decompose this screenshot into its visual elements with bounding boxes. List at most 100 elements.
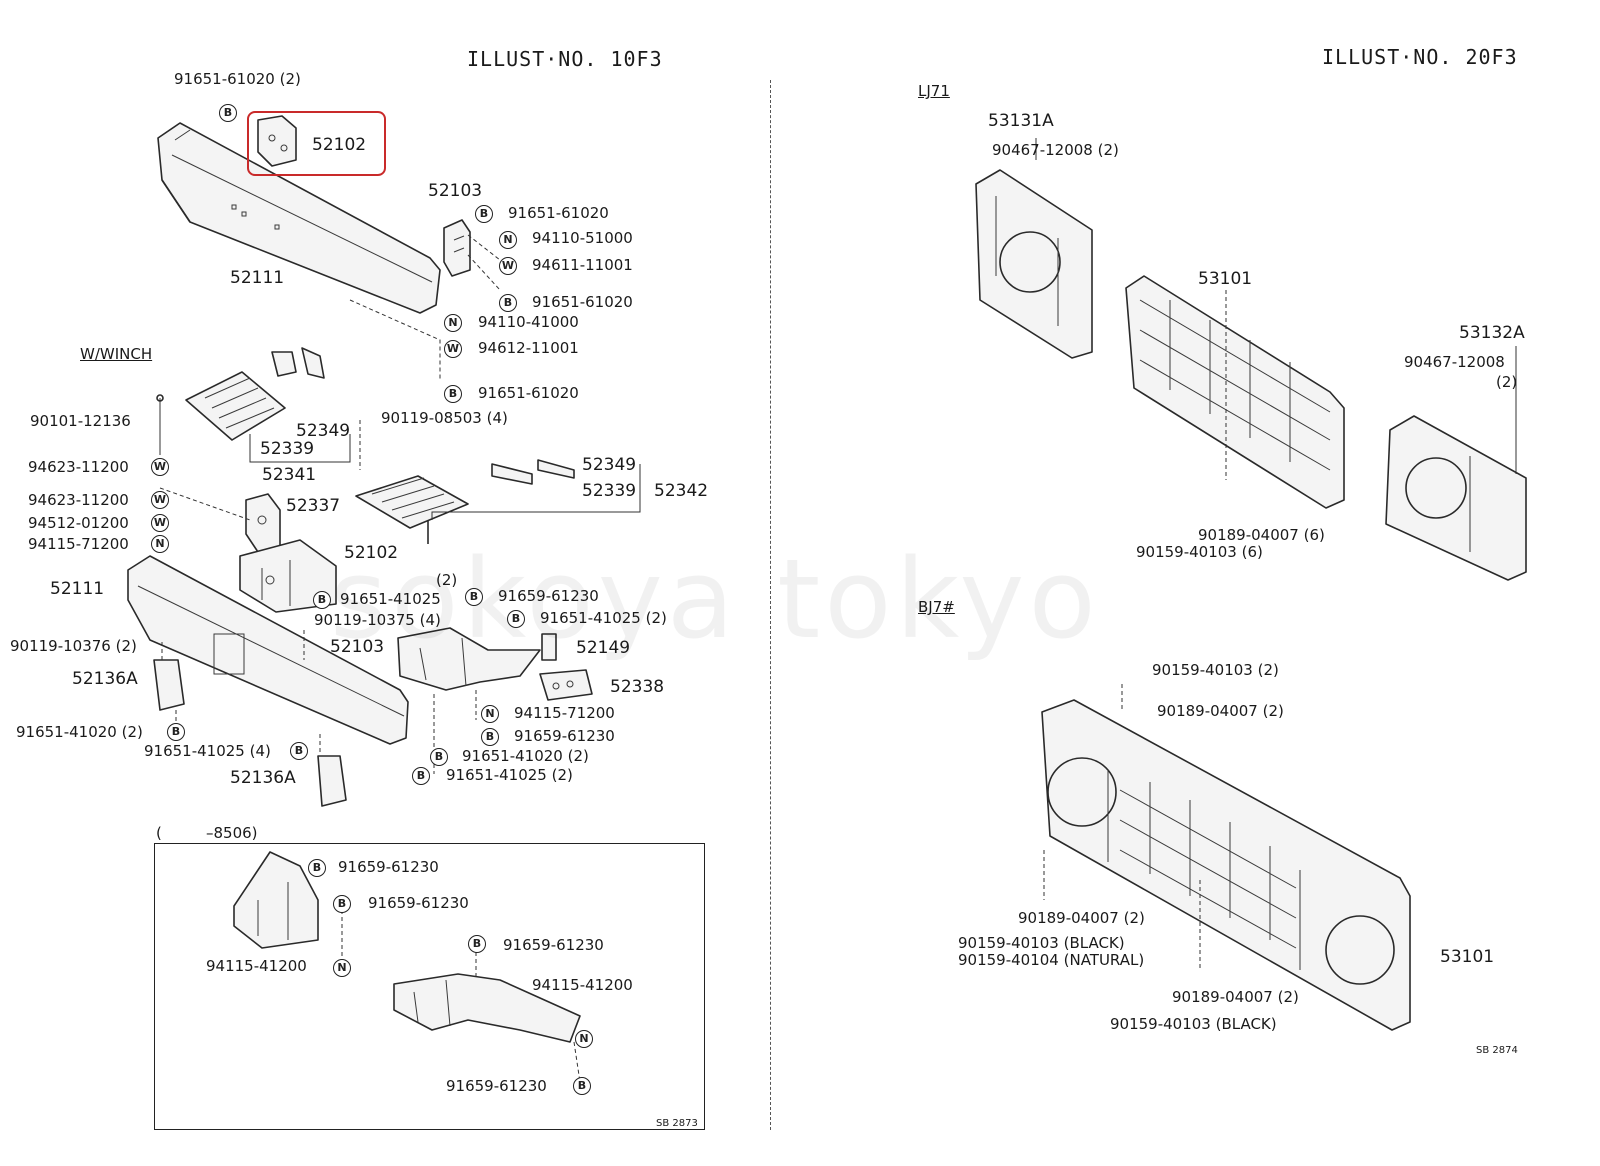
- grille-53101-lj71: [1125, 275, 1345, 509]
- bolt-callout-icon: B: [313, 591, 331, 609]
- winch-plate-lower: [355, 459, 575, 544]
- part-label: 94612-11001: [478, 339, 579, 357]
- part-label: 90189-04007 (2): [1018, 909, 1145, 927]
- part-label: 52102: [344, 543, 399, 563]
- part-label: 94611-11001: [532, 256, 633, 274]
- part-label: 91659-61230: [503, 936, 604, 954]
- watermark: sokoya tokyo: [330, 535, 1100, 663]
- part-label: 52337: [286, 496, 341, 516]
- part-label: 91659-61230: [446, 1077, 547, 1095]
- bolt-callout-icon: B: [444, 385, 462, 403]
- bolt-callout-icon: B: [481, 728, 499, 746]
- bolt-callout-icon: B: [308, 859, 326, 877]
- part-label: 52342: [654, 481, 709, 501]
- part-label: 52341: [262, 465, 317, 485]
- part-label: 52338: [610, 677, 665, 697]
- nut-callout-icon: N: [575, 1030, 593, 1048]
- part-label: 53132A: [1459, 323, 1525, 343]
- footnote-left: SB 2873: [656, 1118, 698, 1129]
- part-label: 90159-40103 (2): [1152, 661, 1279, 679]
- part-label: 90101-12136: [30, 412, 131, 430]
- part-label: 52136A: [72, 669, 138, 689]
- illustration-number-left: ILLUST·NO. 10F3: [467, 47, 663, 71]
- part-label: 94512-01200: [28, 514, 129, 532]
- bolt-callout-icon: B: [290, 742, 308, 760]
- section-label-bj7: BJ7#: [918, 598, 955, 616]
- washer-callout-icon: W: [444, 340, 462, 358]
- part-label: 90159-40103 (BLACK): [958, 934, 1125, 952]
- part-label: 90189-04007 (6): [1198, 526, 1325, 544]
- part-label: 90159-40103 (BLACK): [1110, 1015, 1277, 1033]
- part-label: 52349: [582, 455, 637, 475]
- part-label: 91651-41025 (2): [446, 766, 573, 784]
- part-label: 91659-61230: [514, 727, 615, 745]
- washer-callout-icon: W: [151, 458, 169, 476]
- plate-52338: [539, 669, 593, 701]
- highlight-box-52102: [247, 111, 386, 176]
- bolt-callout-icon: B: [507, 610, 525, 628]
- front-bumper-winch: [127, 555, 409, 745]
- part-label: 94115-71200: [28, 535, 129, 553]
- part-label: 52111: [230, 268, 285, 288]
- bracket-52136a-lower: [317, 755, 347, 807]
- part-label: 52149: [576, 638, 631, 658]
- part-label: 94115-71200: [514, 704, 615, 722]
- bracket-52102-winch: [239, 539, 337, 613]
- part-label: 90159-40104 (NATURAL): [958, 951, 1145, 969]
- part-label: 94110-41000: [478, 313, 579, 331]
- front-bumper-top: [157, 122, 441, 314]
- part-label: 94623-11200: [28, 458, 129, 476]
- part-label: 90119-08503 (4): [381, 409, 508, 427]
- bolt-callout-icon: B: [465, 588, 483, 606]
- bolt-callout-icon: B: [468, 935, 486, 953]
- part-label: 52103: [330, 637, 385, 657]
- bracket-52103-top: [443, 219, 471, 277]
- range-open-paren: (: [156, 824, 162, 842]
- part-label: 91659-61230: [368, 894, 469, 912]
- part-label: 94110-51000: [532, 229, 633, 247]
- grille-assembly-53101-bj7: [1041, 699, 1411, 1031]
- part-label: 94115-41200: [532, 976, 633, 994]
- box-bracket-right: [393, 973, 581, 1043]
- illustration-number-right: ILLUST·NO. 20F3: [1322, 45, 1518, 69]
- washer-callout-icon: W: [151, 491, 169, 509]
- nut-callout-icon: N: [151, 535, 169, 553]
- washer-callout-icon: W: [151, 514, 169, 532]
- part-label: 90467-12008 (2): [992, 141, 1119, 159]
- box-bracket-left: [233, 851, 319, 949]
- section-label-w-winch: W/WINCH: [80, 345, 153, 363]
- part-label: 91659-61230: [498, 587, 599, 605]
- bolt-callout-icon: B: [430, 748, 448, 766]
- part-label: 52136A: [230, 768, 296, 788]
- part-label: 52111: [50, 579, 105, 599]
- bolt-callout-icon: B: [475, 205, 493, 223]
- nut-callout-icon: N: [481, 705, 499, 723]
- part-label: 53101: [1440, 947, 1495, 967]
- part-label: 90159-40103 (6): [1136, 543, 1263, 561]
- part-label: 91651-61020: [532, 293, 633, 311]
- winch-plate-upper: [185, 347, 325, 441]
- footnote-right: SB 2874: [1476, 1045, 1518, 1056]
- part-label: 91651-61020: [478, 384, 579, 402]
- part-label: 91659-61230: [338, 858, 439, 876]
- part-label: 52339: [260, 439, 315, 459]
- part-label: 91651-41020 (2): [16, 723, 143, 741]
- part-label: 91651-41020 (2): [462, 747, 589, 765]
- part-label: 91651-41025 (4): [144, 742, 271, 760]
- bracket-52103-winch: [397, 627, 541, 691]
- part-label: 90119-10375 (4): [314, 611, 441, 629]
- bolt-callout-icon: B: [219, 104, 237, 122]
- part-label: 52339: [582, 481, 637, 501]
- part-label: 52349: [296, 421, 351, 441]
- part-label: 53131A: [988, 111, 1054, 131]
- bolt-callout-icon: B: [333, 895, 351, 913]
- washer-callout-icon: W: [499, 257, 517, 275]
- part-label: 90119-10376 (2): [10, 637, 137, 655]
- bolt-callout-icon: B: [573, 1077, 591, 1095]
- bracket-52102-top: [257, 115, 297, 167]
- bolt-callout-icon: B: [412, 767, 430, 785]
- part-label: (2): [436, 571, 458, 589]
- part-label: 90467-12008: [1404, 353, 1505, 371]
